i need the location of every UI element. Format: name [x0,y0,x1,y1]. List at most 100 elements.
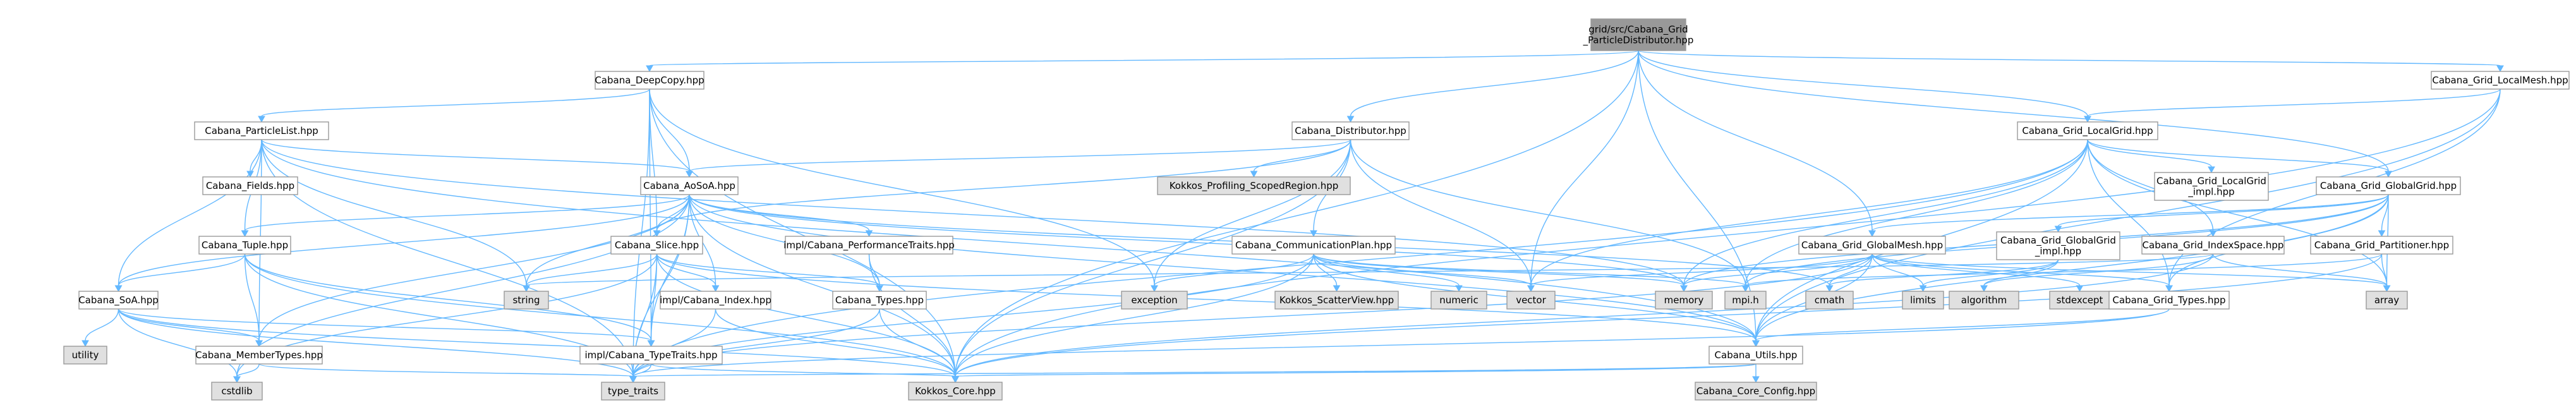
node-particlelist[interactable]: Cabana_ParticleList.hpp [194,121,329,140]
edge-line [689,194,870,231]
node-globalgrid[interactable]: Cabana_Grid_GlobalGrid.hpp [2316,176,2461,195]
node-distributor[interactable]: Cabana_Distributor.hpp [1291,121,1410,140]
edge-line [244,253,260,341]
node-box [2141,236,2285,255]
node-scatterview[interactable]: Kokkos_ScatterView.hpp [1274,291,1399,310]
edge-line [1745,139,2088,286]
edge-line [955,363,1757,377]
node-commplan[interactable]: Cabana_CommunicationPlan.hpp [1231,236,1396,255]
edge-line [261,139,1757,341]
node-implindex[interactable]: impl/Cabana_Index.hpp [660,291,771,310]
node-tuple[interactable]: Cabana_Tuple.hpp [198,236,291,255]
edge-line [1683,253,1873,286]
node-kokkosprof[interactable]: Kokkos_Profiling_ScopedRegion.hpp [1157,176,1351,195]
edge-line [1638,50,2389,172]
node-typetraits[interactable]: type_traits [601,382,665,401]
edge-line [118,194,690,286]
edge-line [649,50,1639,66]
edge-localgrid-to-localgridimpl [2087,139,2215,174]
node-array[interactable]: array [2366,291,2408,310]
node-label: Kokkos_ScatterView.hpp [1279,294,1394,306]
node-box [2431,71,2570,90]
node-label: impl/Cabana_Index.hpp [660,294,771,306]
node-numeric[interactable]: numeric [1430,291,1487,310]
node-localgridimpl[interactable]: Cabana_Grid_LocalGrid_impl.hpp [2154,172,2269,201]
node-exception[interactable]: exception [1121,291,1188,310]
edge-line [689,194,880,286]
edge-line [689,139,1351,172]
node-box [1157,176,1351,195]
node-soa[interactable]: Cabana_SoA.hpp [78,291,159,310]
node-box [202,176,298,195]
node-perftraits[interactable]: impl/Cabana_PerformanceTraits.hpp [783,236,955,255]
edge-line [2087,139,2388,286]
node-algorithm[interactable]: algorithm [1949,291,2019,310]
arrowhead-icon [246,171,254,178]
edge-perftraits-to-kokkoscore [868,253,959,384]
edge-indexspace-to-array [2212,253,2391,293]
node-typetraits_impl[interactable]: impl/Cabana_TypeTraits.hpp [579,346,723,365]
edge-line [2212,253,2388,286]
node-box [1805,291,1854,310]
node-stdexcept[interactable]: stdexcept [2049,291,2110,310]
node-limits[interactable]: limits [1902,291,1944,310]
node-label: Cabana_Types.hpp [835,294,924,306]
node-localgrid[interactable]: Cabana_Grid_LocalGrid.hpp [2017,121,2158,140]
edge-line [656,253,1757,341]
edge-line [118,139,262,286]
node-kokkoscore[interactable]: Kokkos_Core.hpp [908,382,1003,401]
edge-line [1683,139,2088,286]
node-root[interactable]: grid/src/Cabana_Grid_ParticleDistributor… [1583,18,1694,51]
node-memory[interactable]: memory [1655,291,1713,310]
edge-aosoa-to-utils [689,194,1760,348]
node-cmath[interactable]: cmath [1805,291,1854,310]
node-vector[interactable]: vector [1506,291,1556,310]
node-coreconfig[interactable]: Cabana_Core_Config.hpp [1695,382,1817,401]
node-string[interactable]: string [504,291,549,310]
node-localmesh[interactable]: Cabana_Grid_LocalMesh.hpp [2431,71,2570,90]
edge-aosoa-to-slice [653,194,690,238]
node-box [908,382,1003,401]
edge-line [261,139,1684,286]
node-cstdlib[interactable]: cstdlib [211,382,263,401]
edge-line [1829,253,1873,286]
edge-line [1872,194,2389,231]
edge-line [689,194,956,377]
node-label: Cabana_Fields.hpp [206,180,294,192]
node-box [1291,121,1410,140]
node-gridtypes[interactable]: Cabana_Grid_Types.hpp [2108,291,2230,310]
node-label: _ParticleDistributor.hpp [1583,35,1694,47]
node-box [78,291,159,310]
node-label: Cabana_Utils.hpp [1715,349,1798,361]
edge-line [1313,253,1746,286]
node-label: stdexcept [2057,294,2103,306]
node-label: exception [1131,294,1177,306]
node-slice[interactable]: Cabana_Slice.hpp [610,236,703,255]
node-box [785,236,953,255]
node-utility[interactable]: utility [63,346,107,365]
edge-line [649,88,956,377]
node-fields[interactable]: Cabana_Fields.hpp [202,176,298,195]
edge-particlelist-to-string [261,139,530,293]
node-partitioner[interactable]: Cabana_Grid_Partitioner.hpp [2310,236,2453,255]
node-label: impl/Cabana_TypeTraits.hpp [584,349,717,361]
node-globalgridimpl[interactable]: Cabana_Grid_GlobalGrid_impl.hpp [1996,231,2120,260]
edge-root-to-globalmesh [1638,50,1876,238]
node-membertypes[interactable]: Cabana_MemberTypes.hpp [195,346,323,365]
arrowhead-icon [1333,285,1341,293]
edge-line [244,253,956,377]
node-indexspace[interactable]: Cabana_Grid_IndexSpace.hpp [2141,236,2285,255]
node-box [2108,291,2230,310]
node-types[interactable]: Cabana_Types.hpp [832,291,927,310]
edge-localmesh-to-localgrid [2084,88,2501,123]
edge-line [1983,253,2214,286]
node-aosoa[interactable]: Cabana_AoSoA.hpp [640,176,739,195]
node-deepcopy[interactable]: Cabana_DeepCopy.hpp [595,71,704,90]
node-label: Cabana_Slice.hpp [615,239,699,251]
arrowhead-icon [258,116,265,123]
node-globalmesh[interactable]: Cabana_Grid_GlobalMesh.hpp [1798,236,1946,255]
node-mpih[interactable]: mpi.h [1724,291,1767,310]
node-utils[interactable]: Cabana_Utils.hpp [1708,346,1803,365]
edge-line [879,308,956,377]
arrowhead-icon [646,65,653,73]
